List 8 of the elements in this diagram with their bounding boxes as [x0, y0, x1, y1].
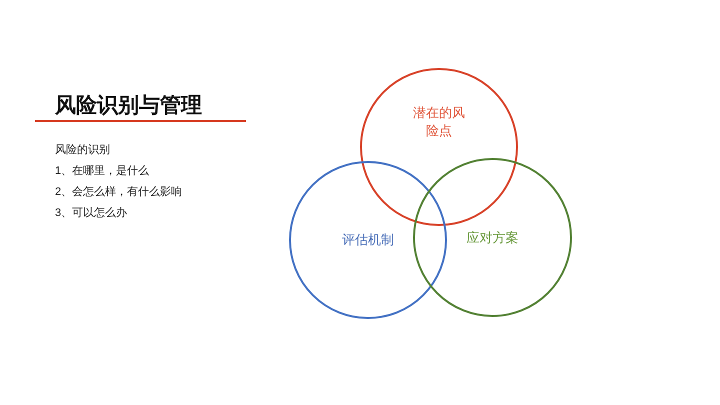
list-text: 2、会怎么样，有什么影响 [55, 185, 182, 200]
list-text: 1、在哪里，是什么 [55, 164, 150, 179]
page-title: 风险识别与管理 [55, 93, 202, 119]
circle-label: 应对方案 [466, 228, 520, 246]
list-text: 风险的识别 [55, 143, 111, 158]
circle-label: 潜在的风险点 [412, 104, 466, 140]
circle-label: 评估机制 [341, 231, 395, 249]
list-text: 3、可以怎么办 [55, 206, 128, 221]
